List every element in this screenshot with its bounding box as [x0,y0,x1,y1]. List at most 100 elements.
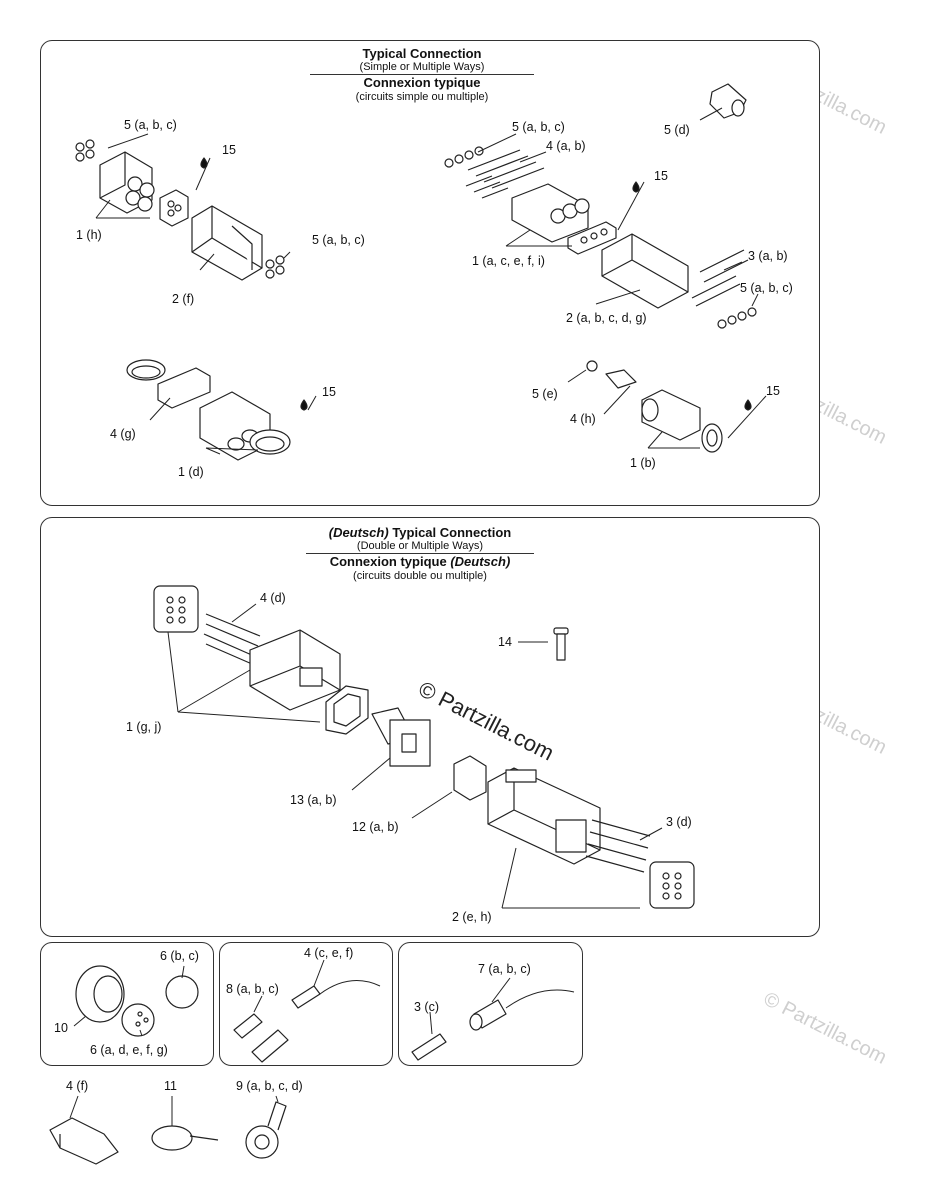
callout-label: 4 (h) [570,412,596,426]
leader-line [205,447,259,455]
callout-label: 1 (g, j) [126,720,162,734]
leader-line [195,157,211,191]
callout-label: 6 (b, c) [160,949,199,963]
leader-line [491,977,511,1003]
wedge-13-icon [371,707,431,767]
nut-cluster-icon [265,255,285,279]
divider [306,553,534,555]
connector-1gj-icon [249,629,341,711]
nut-row-icon [717,307,757,329]
panel2-title: (Deutsch) Typical Connection [306,525,534,540]
callout-label: 1 (h) [76,228,102,242]
leader-line [73,1015,87,1027]
seal-icon [701,423,723,453]
callout-label: 1 (d) [178,465,204,479]
panel-splices [219,942,393,1066]
leader-line [181,965,185,979]
callout-label: 15 [766,384,780,398]
leader-line [639,827,663,841]
callout-label: 5 (a, b, c) [740,281,793,295]
leader-line [617,181,645,231]
seal-frame-icon [325,685,369,735]
panel1-subtitle: (Simple or Multiple Ways) [359,61,485,74]
connector-1h-icon [99,151,155,214]
callout-label: 4 (d) [260,591,286,605]
leader-line [69,1095,79,1119]
leader-line [313,959,325,987]
grease-drop-icon [200,157,208,169]
leader-line [95,199,150,219]
callout-label: 5 (e) [532,387,558,401]
panel2-subtitle: (Double or Multiple Ways) [356,540,484,553]
wire [505,989,575,1009]
callout-label: 2 (f) [172,292,195,306]
socket-icon [469,999,507,1031]
leader-line [727,395,767,439]
leader-line [647,431,700,449]
pin-icon [411,1033,447,1061]
seal-6-icon [649,861,695,909]
callout-label: 1 (a, c, e, f, i) [472,254,545,268]
terminal-icon [291,985,321,1009]
leader-line [699,107,723,121]
callout-label: 15 [654,169,668,183]
callout-label: 12 (a, b) [352,820,399,834]
terminal-4f-icon [49,1117,119,1165]
leader-line [307,395,317,411]
callout-label: 5 (a, b, c) [512,120,565,134]
leader-line [275,1095,279,1103]
callout-label: 2 (a, b, c, d, g) [566,311,647,325]
callout-label: 2 (e, h) [452,910,492,924]
seal-icon [159,189,189,227]
nut-10-icon [75,965,125,1023]
nut-icon [586,360,598,372]
callout-label: 5 (a, b, c) [312,233,365,247]
housing-2eh-icon [487,767,601,865]
leader-line [139,1029,143,1037]
callout-label: 4 (a, b) [546,139,586,153]
leader-line [519,151,547,163]
housing-2f-icon [191,205,263,281]
leader-line [283,251,291,259]
callout-label: 6 (a, d, e, f, g) [90,1043,168,1057]
callout-label: 7 (a, b, c) [478,962,531,976]
callout-label: 14 [498,635,512,649]
callout-label: 15 [222,143,236,157]
pin-5d-icon [709,83,747,119]
pin-14-icon [553,627,569,661]
panel2-title-fr-suffix: (Deutsch) [450,554,511,570]
callout-label: 10 [54,1021,68,1035]
panel2-title-fr: Connexion typique (Deutsch) [306,555,534,569]
leader-line [351,757,391,791]
callout-label: 1 (b) [630,456,656,470]
leader-line [603,385,631,415]
callout-label: 15 [322,385,336,399]
callout-label: 5 (d) [664,123,690,137]
panel2-title-text: Typical Connection [392,525,512,540]
connector-multi-icon [511,183,590,243]
splice-icon [233,1013,289,1063]
callout-label: 9 (a, b, c, d) [236,1079,303,1093]
terminals-icon [691,249,749,307]
divider [310,74,534,76]
grease-drop-icon [632,181,640,193]
panel2-title-fr-text: Connexion typique [329,554,447,570]
seal-icon [126,359,166,381]
callout-label: 13 (a, b) [290,793,337,807]
leader-line [723,261,743,271]
leader-line [751,293,759,307]
leader-line [253,995,263,1013]
pins-icon [203,613,261,665]
panel2-subtitle-fr: (circuits double ou multiple) [353,569,487,582]
panel1-subtitle-fr: (circuits simple ou multiple) [355,90,489,103]
leader-line [411,791,453,819]
boot-cap-icon [165,975,199,1009]
callout-label: 3 (d) [666,815,692,829]
leader-line [149,397,171,421]
callout-label: 4 (g) [110,427,136,441]
housing-multi-icon [601,233,689,309]
wedge-12-icon [453,755,487,801]
terminals-icon [157,367,211,409]
panel1-title-block: Typical Connection (Simple or Multiple W… [310,46,534,103]
